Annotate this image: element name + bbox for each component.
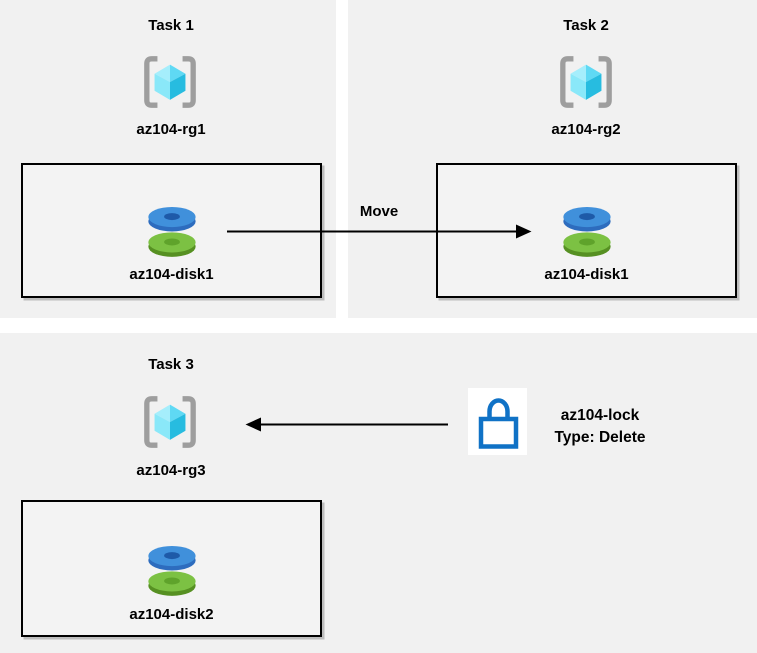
managed-disk-icon (559, 201, 615, 261)
managed-disk-label: az104-disk1 (544, 266, 629, 283)
lock-icon (478, 398, 519, 449)
resource-box: az104-disk2 (21, 500, 322, 637)
task-title: Task 1 (148, 17, 194, 34)
resource-group-icon (141, 394, 199, 450)
resource-box: az104-disk1 (436, 163, 737, 298)
task-title: Task 2 (563, 17, 609, 34)
lock-tile (468, 388, 527, 455)
lock-caption: az104-lock Type: Delete (534, 405, 666, 449)
resource-group-label: az104-rg1 (136, 121, 206, 138)
resource-group-icon (557, 54, 615, 110)
resource-group-icon (141, 54, 199, 110)
managed-disk-label: az104-disk2 (129, 606, 214, 623)
panel-task2: Task 2 az104-rg2 az104-disk1 (348, 0, 757, 318)
panel-task1: Task 1 az104-rg1 az104-disk1 (0, 0, 336, 318)
resource-group-label: az104-rg3 (136, 462, 206, 479)
resource-box: az104-disk1 (21, 163, 322, 298)
managed-disk-icon (144, 540, 200, 600)
task-title: Task 3 (148, 356, 194, 373)
lock-type: Type: Delete (554, 429, 646, 446)
resource-group-label: az104-rg2 (551, 121, 621, 138)
managed-disk-icon (144, 201, 200, 261)
panel-task3: Task 3 az104-rg3 az104-disk2 (0, 333, 757, 653)
move-arrow-label: Move (359, 203, 399, 220)
managed-disk-label: az104-disk1 (129, 266, 214, 283)
lock-name: az104-lock (560, 407, 640, 424)
